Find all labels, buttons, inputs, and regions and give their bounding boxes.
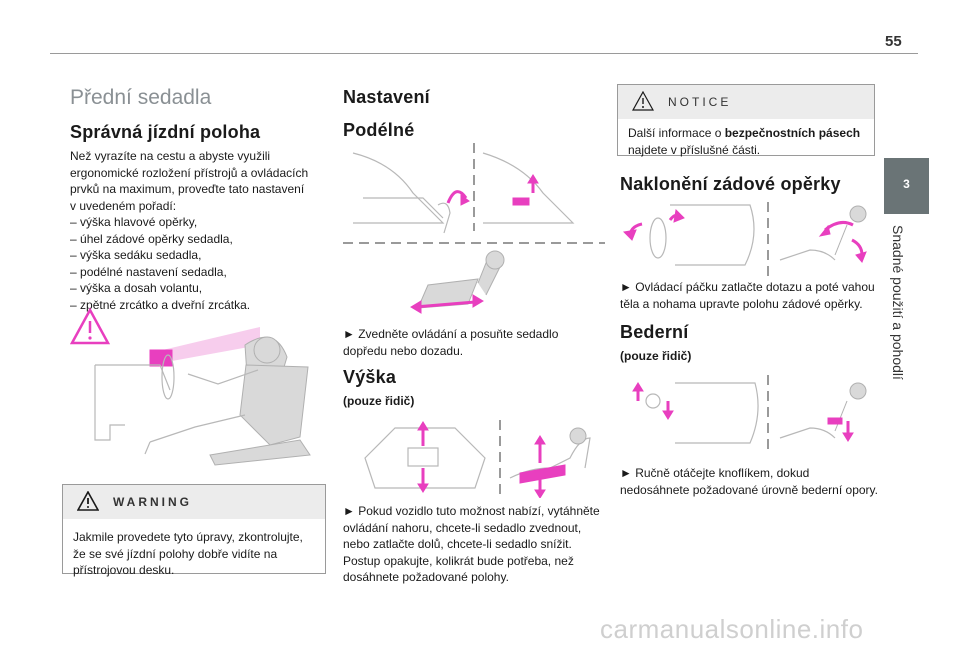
section-title: Přední sedadla <box>70 86 212 109</box>
list-item: zpětné zrcátko a dveřní zrcátka. <box>70 297 250 314</box>
settings-heading: Nastavení <box>343 87 430 107</box>
warning-line: přístrojovou desku. <box>73 563 175 577</box>
text-line: nebo zatlačte dolů, chcete-li sedadlo sn… <box>343 537 572 551</box>
warning-line: že se své jízdní polohy dobře vidíte na <box>73 546 278 561</box>
lumbar-text: ► Ručně otáčejte knoflíkem, dokud nedosá… <box>620 465 878 498</box>
warning-title: WARNING <box>113 495 192 509</box>
notice-text-part: najdete v příslušné části. <box>628 142 761 157</box>
height-heading: Výška <box>343 367 397 387</box>
warning-text: Jakmile provedete tyto úpravy, zkontrolu… <box>63 519 325 589</box>
header-rule <box>50 53 918 54</box>
list-item: podélné nastavení sedadla, <box>70 264 250 281</box>
warning-box: WARNING Jakmile provedete tyto úpravy, z… <box>62 484 326 577</box>
text-line: dosáhnete požadované polohy. <box>343 570 509 584</box>
longitudinal-heading: Podélné <box>343 120 415 140</box>
text-line: ► Ovládací páčku zatlačte dotazu a poté … <box>620 280 875 294</box>
list-item: úhel zádové opěrky sedadla, <box>70 231 250 248</box>
text-line: ► Pokud vozidlo tuto možnost nabízí, vyt… <box>343 504 600 518</box>
notice-icon <box>632 91 654 111</box>
notice-header: NOTICE <box>618 85 874 119</box>
warning-line: Jakmile provedete tyto úpravy, zkontrolu… <box>73 530 303 544</box>
text-line: ► Ručně otáčejte knoflíkem, dokud <box>620 466 810 480</box>
intro-line: Než vyrazíte na cestu a abyste využili <box>70 149 271 163</box>
height-note: (pouze řidič) <box>343 394 415 408</box>
driving-position-illustration <box>70 307 311 466</box>
text-line: nedosáhnete požadované úrovně bederní op… <box>620 482 878 497</box>
watermark: carmanualsonline.info <box>600 614 864 644</box>
notice-title: NOTICE <box>668 95 732 109</box>
text-line: těla a nohama upravte polohu zádové opěr… <box>620 296 863 311</box>
lumbar-note: (pouze řidič) <box>620 349 692 363</box>
text-line: Postup opakujte, kolikrát bude potřeba, … <box>343 553 574 568</box>
lumbar-heading: Bederní <box>620 322 689 342</box>
intro-line: prvků na maximum, proveďte tato nastaven… <box>70 182 305 196</box>
chapter-title: Snadné použití a pohodlí <box>890 225 906 380</box>
backrest-heading: Naklonění zádové opěrky <box>620 174 841 194</box>
height-adjust-illustration <box>364 420 591 498</box>
list-item: výška a dosah volantu, <box>70 280 250 297</box>
adjustment-order-list: výška hlavové opěrky, úhel zádové opěrky… <box>70 214 250 313</box>
chapter-tab[interactable]: 3 <box>884 158 929 214</box>
longitudinal-adjust-illustration <box>343 143 605 314</box>
seat-belts-link[interactable]: bezpečnostních pásech <box>724 126 861 140</box>
text-line: dopředu nebo dozadu. <box>343 343 464 358</box>
notice-text: Další informace o bezpečnostních pásech … <box>618 119 874 168</box>
text-line: ► Zvedněte ovládání a posuňte sedadlo <box>343 327 559 341</box>
notice-box: NOTICE Další informace o bezpečnostních … <box>617 84 875 157</box>
intro-paragraph: Než vyrazíte na cestu a abyste využili e… <box>70 148 308 214</box>
warning-header: WARNING <box>63 485 325 519</box>
list-item: výška hlavové opěrky, <box>70 214 250 231</box>
backrest-adjust-illustration <box>622 202 867 276</box>
longitudinal-text: ► Zvedněte ovládání a posuňte sedadlo do… <box>343 326 558 359</box>
notice-text-part: Další informace o <box>628 126 725 140</box>
intro-line: v uvedeném pořadí: <box>70 198 177 213</box>
lumbar-adjust-illustration <box>632 375 867 451</box>
chapter-number: 3 <box>903 177 910 191</box>
text-line: ovládání nahoru, chcete-li sedadlo zvedn… <box>343 520 582 535</box>
warning-icon <box>77 491 99 511</box>
page-number: 55 <box>885 33 902 50</box>
height-text: ► Pokud vozidlo tuto možnost nabízí, vyt… <box>343 503 600 586</box>
driving-position-heading: Správná jízdní poloha <box>70 122 261 142</box>
backrest-text: ► Ovládací páčku zatlačte dotazu a poté … <box>620 279 875 312</box>
list-item: výška sedáku sedadla, <box>70 247 250 264</box>
intro-line: ergonomické rozložení přístrojů a ovláda… <box>70 165 309 180</box>
